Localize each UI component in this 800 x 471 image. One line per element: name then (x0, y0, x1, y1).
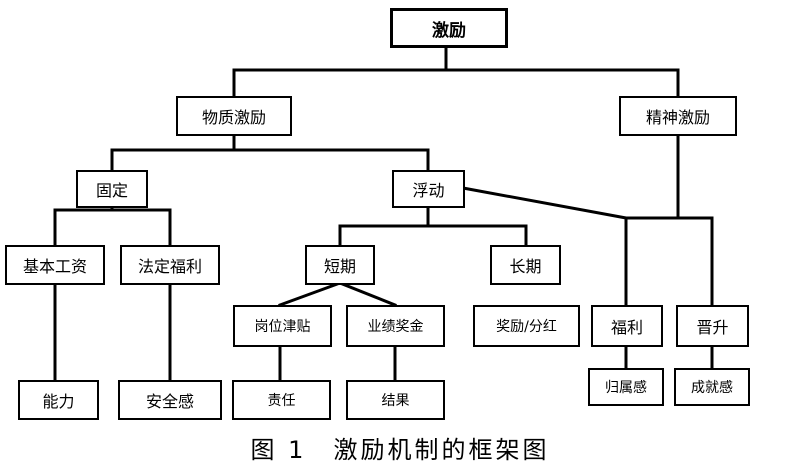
connector (278, 281, 342, 307)
node-security: 安全感 (118, 380, 222, 420)
node-statutory-welfare: 法定福利 (120, 245, 220, 285)
node-material-incentive: 物质激励 (176, 96, 292, 136)
node-spiritual-incentive: 精神激励 (619, 96, 737, 136)
figure-caption: 图 1 激励机制的框架图 (250, 436, 550, 464)
node-belonging: 归属感 (588, 368, 664, 406)
node-responsibility: 责任 (232, 380, 331, 420)
node-fixed: 固定 (76, 170, 148, 208)
node-short-term: 短期 (305, 245, 375, 285)
connector (461, 186, 628, 220)
node-reward-dividend: 奖励/分红 (473, 305, 580, 347)
node-post-allowance: 岗位津贴 (233, 305, 332, 347)
node-achievement: 成就感 (674, 368, 750, 406)
node-root: 激励 (390, 8, 508, 48)
node-welfare: 福利 (591, 305, 663, 347)
node-performance-bonus: 业绩奖金 (346, 305, 445, 347)
node-floating: 浮动 (392, 170, 465, 208)
node-result: 结果 (346, 380, 445, 420)
node-long-term: 长期 (490, 245, 561, 285)
node-promotion: 晋升 (676, 305, 749, 347)
connector (338, 281, 397, 307)
node-base-salary: 基本工资 (5, 245, 105, 285)
node-ability: 能力 (18, 380, 99, 420)
